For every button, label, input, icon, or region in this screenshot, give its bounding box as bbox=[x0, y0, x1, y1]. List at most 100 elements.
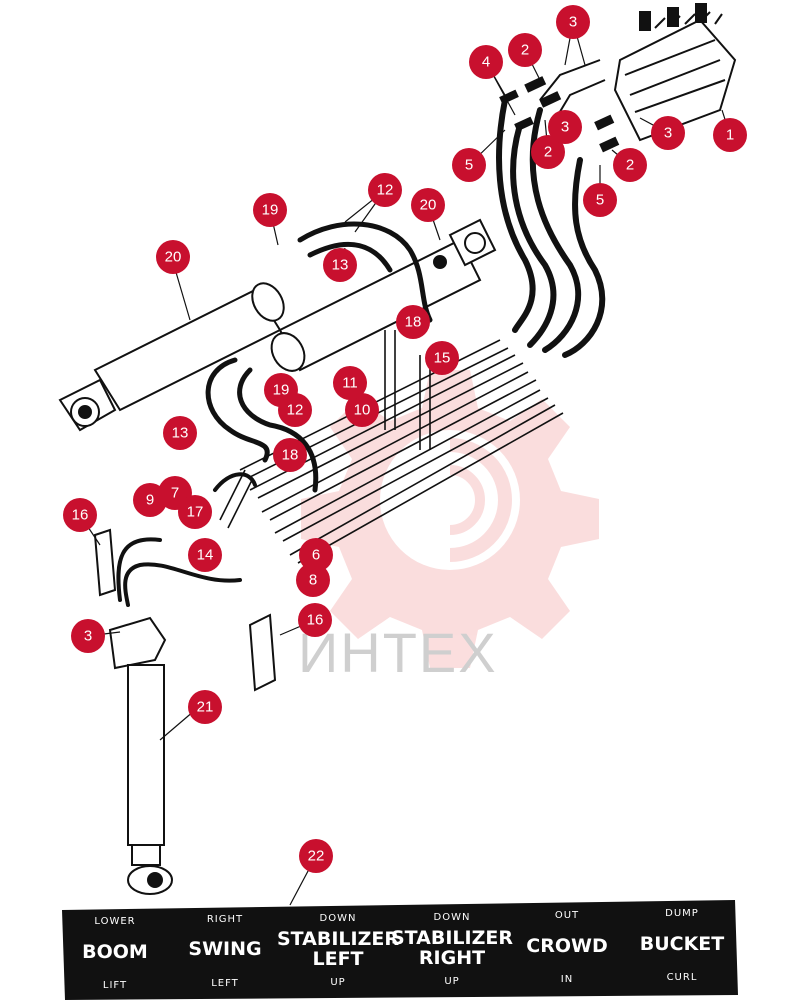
svg-text:LIFT: LIFT bbox=[103, 980, 127, 991]
svg-text:20: 20 bbox=[420, 197, 437, 214]
svg-text:14: 14 bbox=[197, 547, 214, 564]
callout-13: 13 bbox=[163, 416, 197, 450]
callout-3: 3 bbox=[556, 5, 590, 39]
svg-text:1: 1 bbox=[726, 127, 734, 144]
callout-1: 1 bbox=[713, 118, 747, 152]
decal-column-swing: RIGHT SWING LEFT bbox=[188, 914, 261, 989]
svg-text:2: 2 bbox=[544, 144, 552, 161]
callout-20: 20 bbox=[156, 240, 190, 274]
swing-hoses bbox=[116, 472, 257, 607]
callout-3: 3 bbox=[651, 116, 685, 150]
svg-text:5: 5 bbox=[465, 157, 473, 174]
callout-17: 17 bbox=[178, 495, 212, 529]
callout-10: 10 bbox=[345, 393, 379, 427]
callout-4: 4 bbox=[469, 45, 503, 79]
callout-9: 9 bbox=[133, 483, 167, 517]
svg-text:15: 15 bbox=[434, 350, 451, 367]
svg-text:BUCKET: BUCKET bbox=[640, 933, 725, 955]
svg-text:4: 4 bbox=[482, 54, 490, 71]
callout-18: 18 bbox=[273, 438, 307, 472]
callout-20: 20 bbox=[411, 188, 445, 222]
svg-text:LEFT: LEFT bbox=[211, 978, 239, 989]
decal-column-crowd: OUT CROWD IN bbox=[526, 910, 607, 985]
svg-text:CROWD: CROWD bbox=[526, 935, 607, 957]
watermark-text: ИНТЕХ bbox=[298, 621, 498, 684]
svg-text:2: 2 bbox=[626, 157, 634, 174]
svg-text:3: 3 bbox=[664, 125, 672, 142]
callout-21: 21 bbox=[188, 690, 222, 724]
svg-text:CURL: CURL bbox=[667, 972, 698, 983]
hydraulic-cylinder-right bbox=[270, 218, 497, 372]
callout-2: 2 bbox=[531, 135, 565, 169]
swing-cylinder bbox=[108, 616, 173, 895]
svg-text:DUMP: DUMP bbox=[665, 908, 699, 919]
svg-text:OUT: OUT bbox=[555, 910, 579, 921]
callout-19: 19 bbox=[253, 193, 287, 227]
svg-text:STABILIZER: STABILIZER bbox=[391, 927, 513, 949]
svg-text:13: 13 bbox=[332, 257, 349, 274]
callout-3: 3 bbox=[548, 110, 582, 144]
svg-text:21: 21 bbox=[197, 699, 214, 716]
cylinder-hoses bbox=[205, 221, 433, 493]
callout-12: 12 bbox=[368, 173, 402, 207]
svg-text:18: 18 bbox=[282, 447, 299, 464]
svg-text:3: 3 bbox=[561, 119, 569, 136]
svg-text:LOWER: LOWER bbox=[94, 916, 135, 927]
svg-text:UP: UP bbox=[444, 976, 459, 987]
svg-text:BOOM: BOOM bbox=[82, 941, 148, 963]
svg-text:UP: UP bbox=[330, 977, 345, 988]
mounting-brackets bbox=[93, 528, 277, 692]
svg-text:6: 6 bbox=[312, 547, 320, 564]
svg-text:3: 3 bbox=[569, 14, 577, 31]
callout-3: 3 bbox=[71, 619, 105, 653]
callout-2: 2 bbox=[613, 148, 647, 182]
svg-text:STABILIZER: STABILIZER bbox=[277, 928, 399, 950]
svg-text:18: 18 bbox=[405, 314, 422, 331]
decal-column-stabilizer-right: DOWN STABILIZER RIGHT UP bbox=[391, 912, 513, 987]
svg-text:11: 11 bbox=[342, 375, 358, 392]
callout-6: 6 bbox=[299, 538, 333, 572]
callout-8: 8 bbox=[296, 563, 330, 597]
svg-text:IN: IN bbox=[561, 974, 573, 985]
svg-text:17: 17 bbox=[187, 504, 204, 521]
callout-5: 5 bbox=[452, 148, 486, 182]
decal-column-bucket: DUMP BUCKET CURL bbox=[640, 908, 725, 983]
svg-text:5: 5 bbox=[596, 192, 604, 209]
callout-22: 22 bbox=[299, 839, 333, 873]
callout-15: 15 bbox=[425, 341, 459, 375]
svg-text:12: 12 bbox=[287, 402, 304, 419]
svg-text:16: 16 bbox=[307, 612, 324, 629]
svg-text:RIGHT: RIGHT bbox=[419, 947, 485, 969]
svg-text:SWING: SWING bbox=[188, 938, 261, 960]
callout-18: 18 bbox=[396, 305, 430, 339]
svg-text:7: 7 bbox=[171, 485, 179, 502]
callout-2: 2 bbox=[508, 33, 542, 67]
callout-14: 14 bbox=[188, 538, 222, 572]
svg-text:20: 20 bbox=[165, 249, 182, 266]
decal-column-boom: LOWER BOOM LIFT bbox=[82, 916, 148, 991]
decal-column-stabilizer-left: DOWN STABILIZER LEFT UP bbox=[277, 913, 399, 988]
svg-text:3: 3 bbox=[84, 628, 92, 645]
svg-text:10: 10 bbox=[354, 402, 371, 419]
svg-text:8: 8 bbox=[309, 572, 317, 589]
hydraulic-cylinder-left bbox=[58, 282, 285, 432]
svg-text:12: 12 bbox=[377, 182, 394, 199]
svg-text:16: 16 bbox=[72, 507, 89, 524]
hose-bundle bbox=[496, 97, 606, 358]
callout-11: 11 bbox=[333, 366, 367, 400]
callout-16: 16 bbox=[63, 498, 97, 532]
svg-text:13: 13 bbox=[172, 425, 189, 442]
svg-text:19: 19 bbox=[262, 202, 279, 219]
svg-text:LEFT: LEFT bbox=[312, 948, 363, 970]
svg-text:22: 22 bbox=[308, 848, 325, 865]
callout-19: 19 bbox=[264, 373, 298, 407]
callout-13: 13 bbox=[323, 248, 357, 282]
svg-text:RIGHT: RIGHT bbox=[207, 914, 243, 925]
svg-text:DOWN: DOWN bbox=[320, 913, 357, 924]
control-lever-decal: LOWER BOOM LIFT RIGHT SWING LEFT DOWN ST… bbox=[62, 900, 738, 1000]
watermark-gear-icon bbox=[301, 370, 599, 668]
callout-16: 16 bbox=[298, 603, 332, 637]
callout-5: 5 bbox=[583, 183, 617, 217]
svg-text:2: 2 bbox=[521, 42, 529, 59]
